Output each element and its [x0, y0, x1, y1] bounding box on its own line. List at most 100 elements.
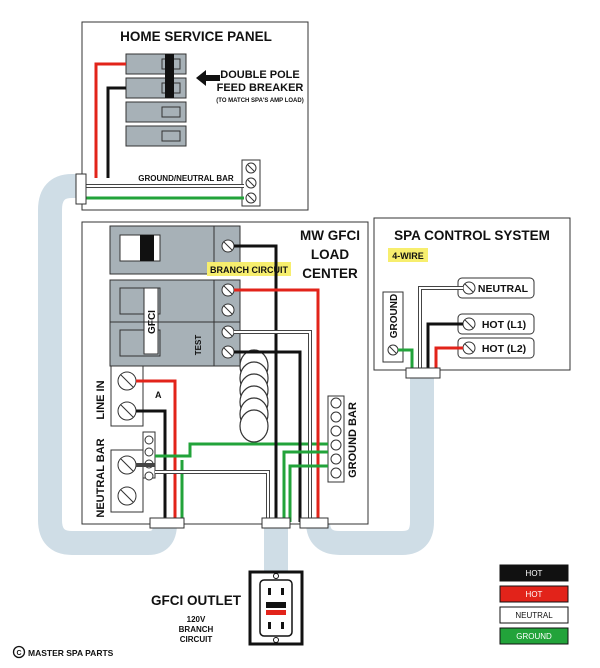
- breaker-switch-window: [161, 106, 181, 118]
- white-wire-gfci-inner: [234, 331, 311, 522]
- breaker-slot: [125, 77, 187, 99]
- test-label: TEST: [194, 335, 203, 356]
- spa-hot-l1-wire: [426, 322, 463, 370]
- feed-breaker-note: (TO MATCH SPA'S AMP LOAD): [216, 98, 303, 104]
- feed-breaker-label-1: DOUBLE POLE: [220, 69, 299, 81]
- gfci-outlet-line2: BRANCH: [179, 625, 214, 634]
- ground-neutral-bar: [241, 159, 261, 207]
- spa-hot-l2-label: HOT (L2): [482, 343, 526, 355]
- conduit-fitting: [149, 517, 185, 529]
- conduit-panel-to-load-center: [38, 174, 177, 555]
- load-center-title-3: CENTER: [302, 266, 358, 281]
- screw-icon: [273, 573, 279, 579]
- panel-conduit-fitting: [75, 173, 87, 205]
- spa-ground-label: GROUND: [389, 294, 400, 338]
- red-wire-line-in: [136, 379, 177, 522]
- spa-neutral-label: NEUTRAL: [478, 283, 529, 295]
- red-wire-gfci: [234, 288, 320, 522]
- feed-breaker-stack: [125, 53, 187, 147]
- wire-count-badge: [388, 248, 428, 262]
- ground-bar-label: GROUND BAR: [347, 402, 359, 478]
- gfci-handle: [143, 287, 159, 355]
- neutral-pigtail-coil: [239, 349, 269, 443]
- legend-hot-black-label: HOT: [526, 569, 543, 578]
- black-wire-feed: [106, 86, 126, 178]
- gfci-reset-button: [266, 610, 286, 615]
- conduit-fitting: [261, 517, 291, 529]
- ground-neutral-bar-label: GROUND/NEUTRAL BAR: [138, 174, 234, 183]
- service-panel-box: [81, 21, 309, 211]
- terminal-a-label: A: [155, 390, 162, 400]
- breaker-slot: [125, 53, 187, 75]
- gfci-switch-window: [119, 287, 161, 315]
- gfci-outlet-line1: 120V: [187, 615, 206, 624]
- feed-breaker-label-2: FEED BREAKER: [217, 82, 304, 94]
- legend-hot-red-swatch: [499, 585, 569, 603]
- spa-control-title: SPA CONTROL SYSTEM: [394, 228, 550, 243]
- gfci-terminals: [221, 283, 235, 359]
- branch-circuit-badge: [207, 262, 291, 276]
- gfci-outlet-line3: CIRCUIT: [180, 635, 213, 644]
- wire-color-legend: HOT HOT NEUTRAL GROUND: [499, 564, 569, 645]
- gfci-test-button: [266, 602, 286, 608]
- black-wire-branch: [234, 244, 278, 522]
- black-wire-line-in: [136, 409, 167, 522]
- double-pole-handle: [165, 54, 174, 98]
- screw-icon: [144, 435, 154, 445]
- screw-icon: [330, 397, 342, 409]
- load-center-title-2: LOAD: [311, 247, 349, 262]
- load-center-title-1: MW GFCI: [300, 228, 360, 243]
- legend-ground-label: GROUND: [516, 632, 552, 641]
- wire-count-label: 4-WIRE: [392, 251, 424, 261]
- red-wire-feed: [94, 62, 126, 178]
- spa-ground-terminal: [382, 291, 404, 363]
- screw-icon: [330, 411, 342, 423]
- panel-wires: [84, 62, 244, 200]
- screw-icon: [330, 425, 342, 437]
- breaker-switch-window: [161, 130, 181, 142]
- screw-icon: [330, 467, 342, 479]
- screw-icon: [330, 439, 342, 451]
- green-wire-outlet: [282, 450, 328, 522]
- spa-hot-l1-label: HOT (L1): [482, 319, 526, 331]
- legend-neutral-swatch: [499, 606, 569, 624]
- spa-terminals: NEUTRAL HOT (L1) HOT (L2): [457, 277, 535, 359]
- screw-icon: [144, 471, 154, 481]
- conduits: [38, 174, 434, 572]
- branch-circuit-label: BRANCH CIRCUIT: [210, 265, 288, 275]
- legend-hot-black-swatch: [499, 564, 569, 582]
- spa-conduit-fitting: [405, 367, 441, 379]
- copyright: C MASTER SPA PARTS: [12, 645, 114, 659]
- screw-icon: [330, 453, 342, 465]
- branch-breaker-handle: [140, 235, 154, 261]
- neutral-bar-label: NEUTRAL BAR: [95, 438, 107, 517]
- conduit-load-center-to-spa: [306, 372, 434, 555]
- spa-wires: [398, 286, 463, 370]
- green-wire-ground: [155, 442, 328, 458]
- copyright-icon: [12, 645, 26, 659]
- conduit-fitting: [299, 517, 329, 529]
- gfci-switch-window: [119, 329, 161, 357]
- legend-neutral-label: NEUTRAL: [515, 611, 553, 620]
- screw-icon: [273, 637, 279, 643]
- green-wire-spa: [288, 464, 328, 522]
- gfci-outlet: [248, 570, 304, 646]
- spa-hot-l2-wire: [434, 346, 463, 370]
- arrow-left-icon: [196, 70, 220, 86]
- spa-neutral-wire-inner: [419, 287, 463, 370]
- line-in-label: LINE IN: [95, 380, 107, 419]
- svg-text:C: C: [16, 650, 21, 657]
- spa-ground-wire: [398, 348, 414, 370]
- load-center-wires: [136, 244, 328, 522]
- legend-ground-swatch: [499, 627, 569, 645]
- white-wire-outlet-inner: [155, 471, 269, 522]
- gfci-outlet-title: GFCI OUTLET: [151, 593, 242, 608]
- copyright-text: MASTER SPA PARTS: [28, 648, 114, 658]
- gfci-breaker: [109, 279, 241, 367]
- screw-icon: [144, 447, 154, 457]
- legend-hot-red-label: HOT: [526, 590, 543, 599]
- breaker-slot: [125, 125, 187, 147]
- breaker-slot: [125, 101, 187, 123]
- service-panel-title: HOME SERVICE PANEL: [120, 29, 272, 44]
